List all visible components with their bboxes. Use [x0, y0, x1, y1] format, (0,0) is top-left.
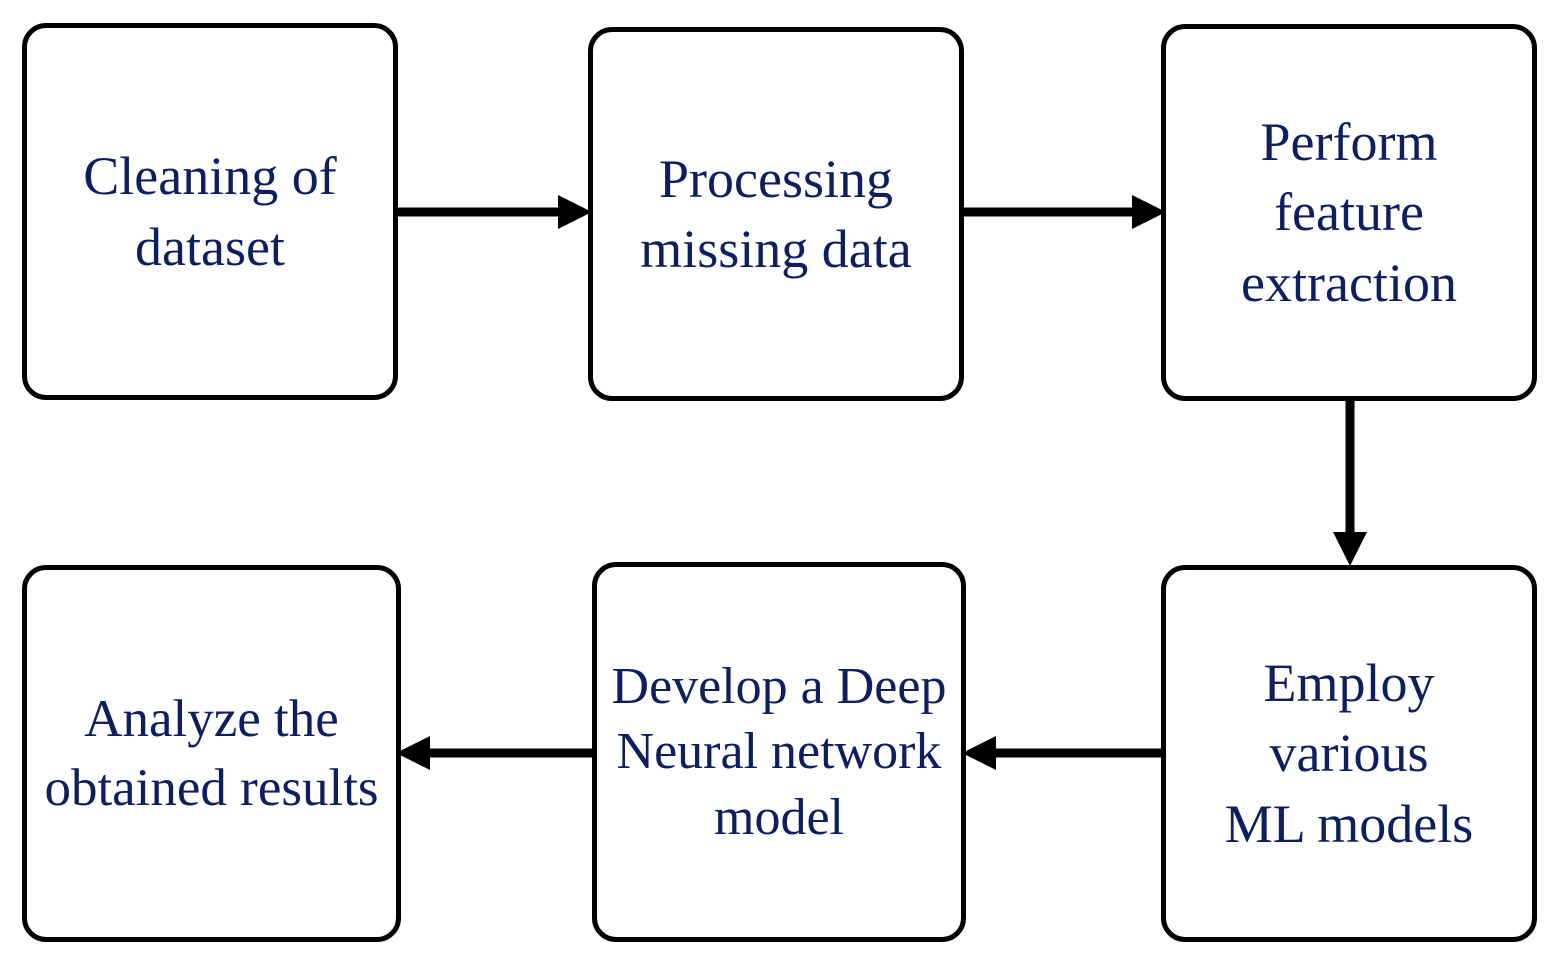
- flow-node-analyze-the-obtained-results[interactable]: Analyze the obtained results: [22, 565, 401, 942]
- flow-node-label: Employ various ML models: [1224, 653, 1474, 854]
- arrow-cleaning-to-processing: [393, 192, 592, 232]
- arrow-head-right-icon: [1132, 195, 1166, 229]
- arrow-head-right-icon: [558, 195, 592, 229]
- arrow-processing-to-feature-extraction: [959, 192, 1166, 232]
- flow-node-perform-feature-extraction[interactable]: Perform feature extraction: [1161, 24, 1537, 401]
- arrow-shaft: [427, 748, 596, 758]
- flow-node-employ-various-ml-models[interactable]: Employ various ML models: [1161, 565, 1537, 942]
- flow-node-label: Develop a Deep Neural network model: [611, 657, 947, 846]
- flow-node-label: Cleaning of dataset: [83, 146, 337, 277]
- arrow-shaft: [993, 748, 1165, 758]
- arrow-feature-extraction-to-ml-models: [1330, 396, 1370, 569]
- arrow-shaft: [959, 207, 1139, 217]
- arrow-shaft: [393, 207, 565, 217]
- arrow-head-down-icon: [1333, 532, 1367, 566]
- arrow-deep-neural-network-to-analyze-results: [396, 733, 596, 773]
- arrow-shaft: [1345, 396, 1355, 538]
- flow-node-label: Processing missing data: [640, 148, 912, 279]
- flow-node-processing-missing-data[interactable]: Processing missing data: [588, 27, 964, 401]
- flow-node-develop-a-deep-neural-network-model[interactable]: Develop a Deep Neural network model: [592, 562, 966, 942]
- flow-node-label: Analyze the obtained results: [44, 689, 379, 817]
- flow-node-cleaning-of-dataset[interactable]: Cleaning of dataset: [22, 23, 398, 400]
- arrow-ml-models-to-deep-neural-network: [962, 733, 1165, 773]
- arrow-head-left-icon: [396, 736, 430, 770]
- arrow-head-left-icon: [962, 736, 996, 770]
- flow-node-label: Perform feature extraction: [1241, 112, 1457, 313]
